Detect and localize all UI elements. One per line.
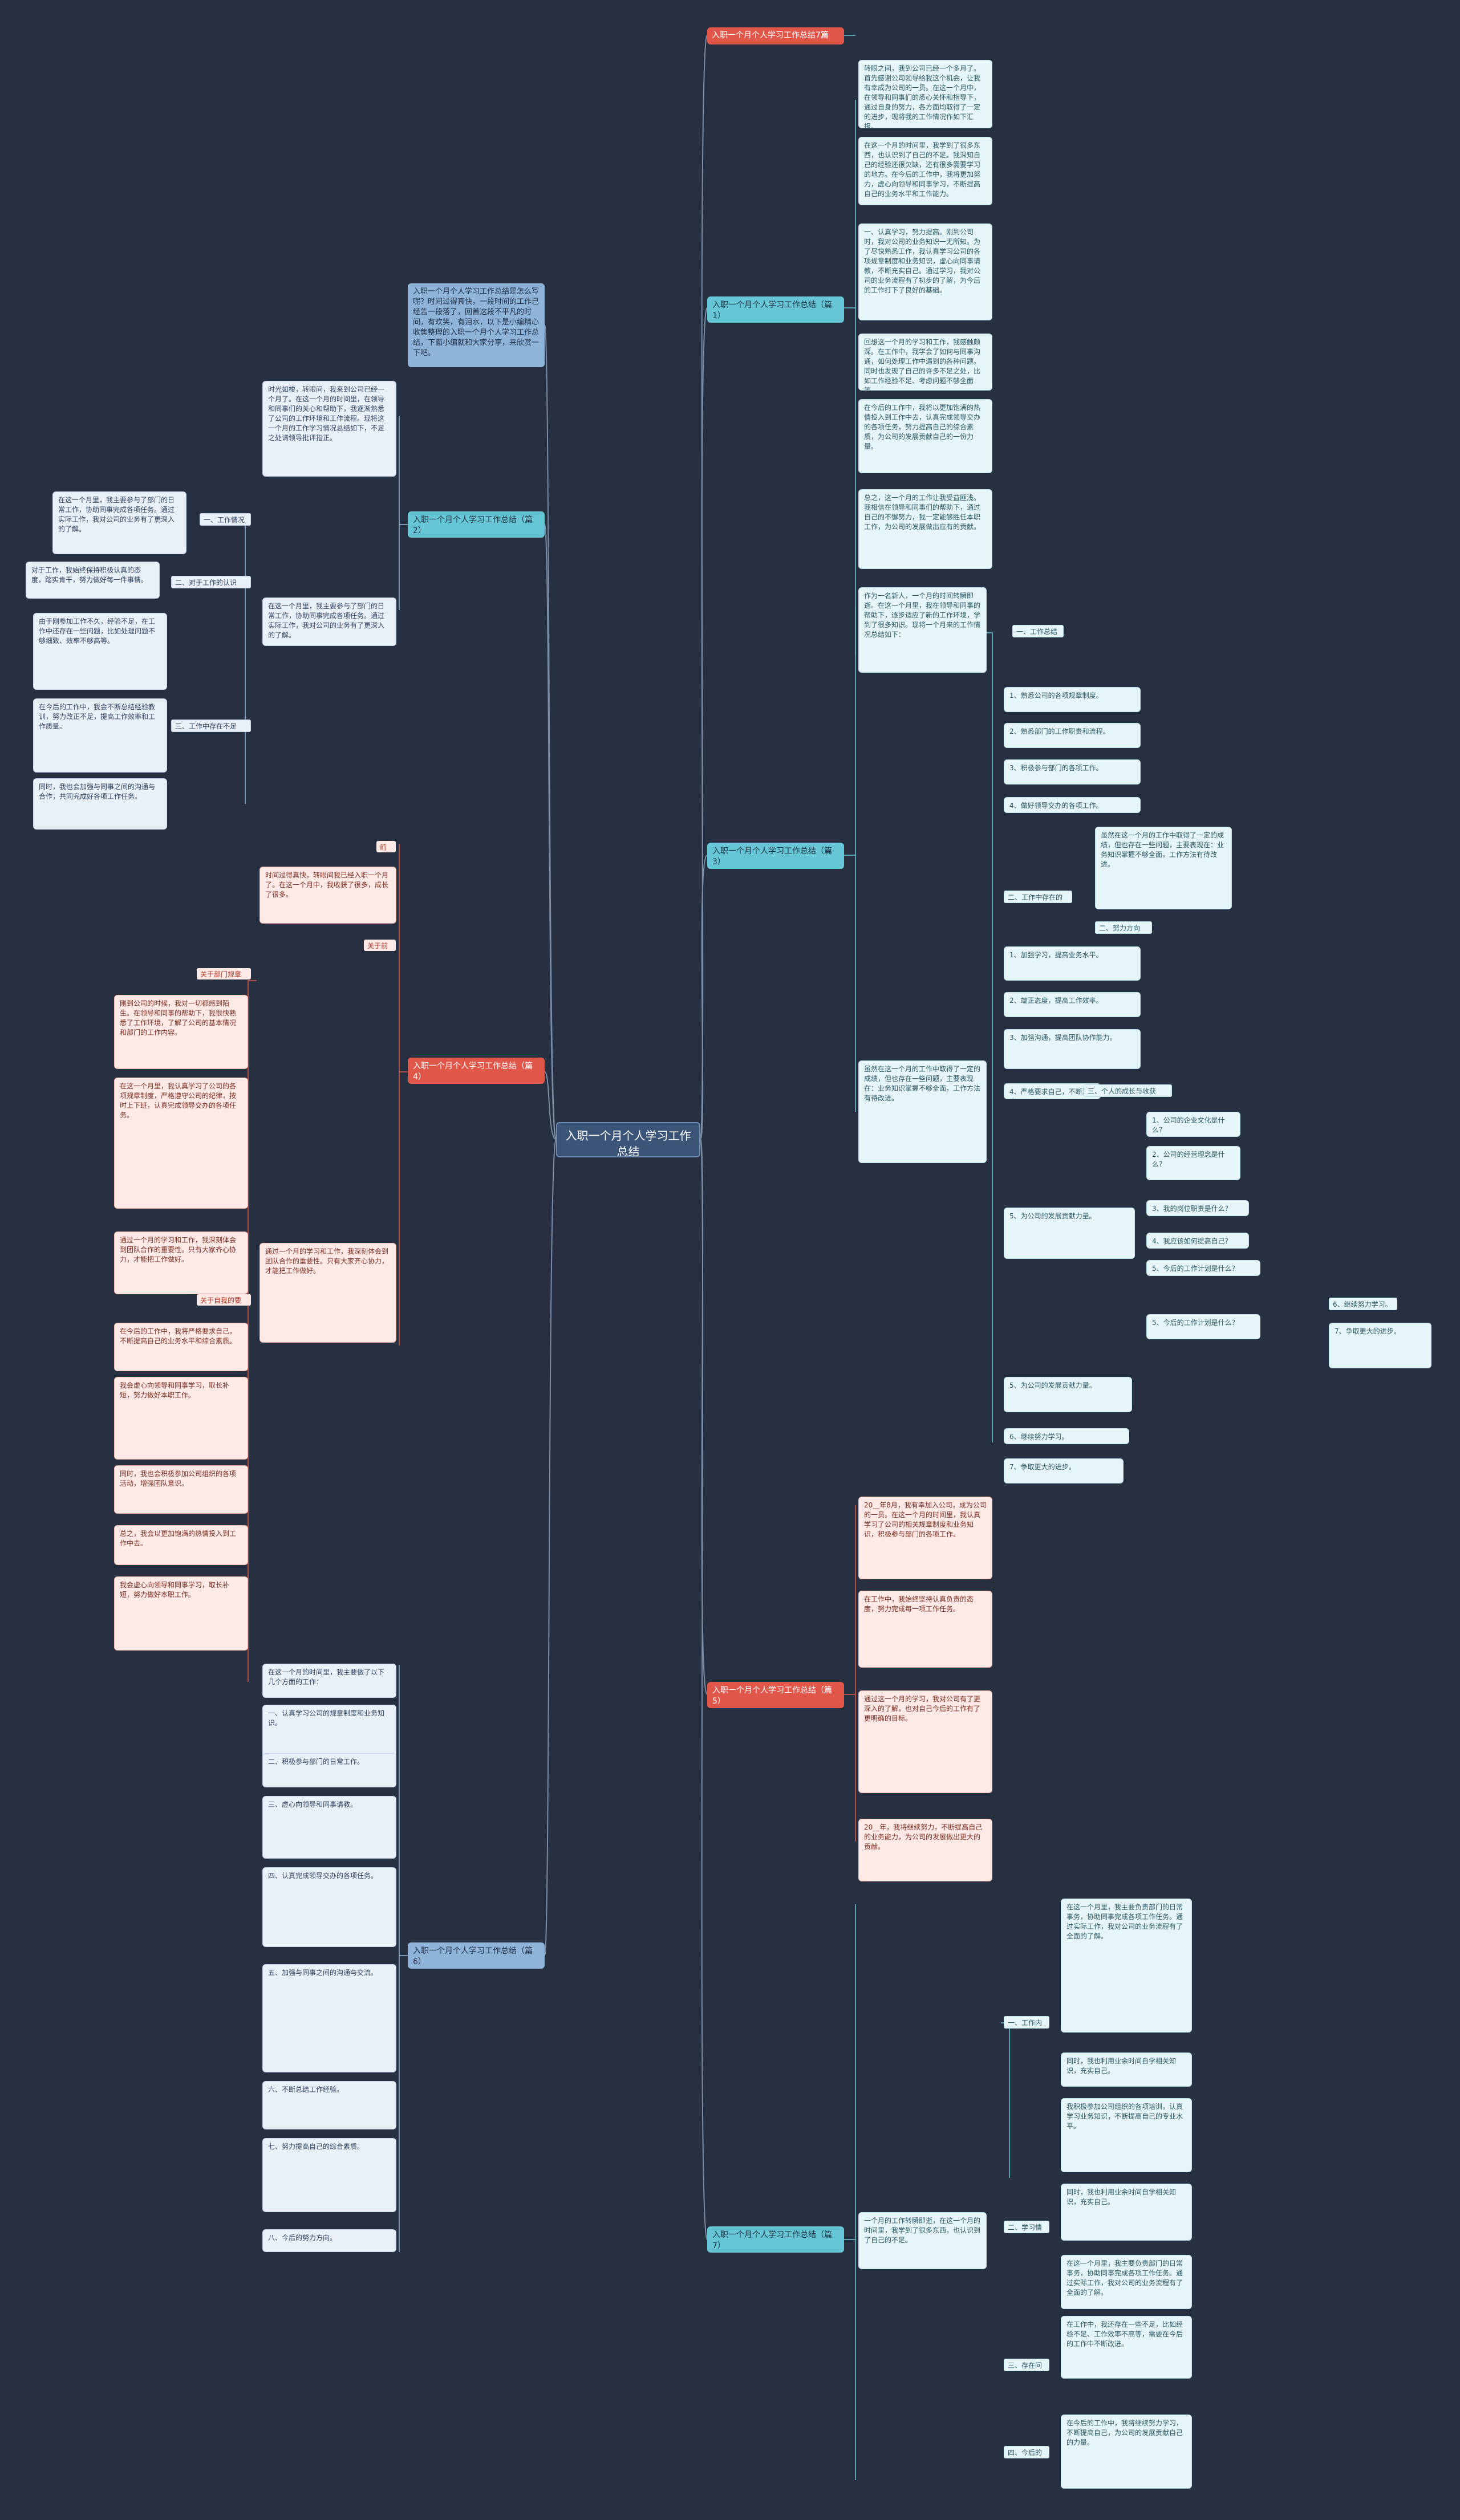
p4-a: 刚到公司的时候，我对一切都感到陌生。在领导和同事的帮助下，我很快熟悉了工作环境，…	[114, 995, 248, 1069]
p3-more-2: 2、端正态度，提高工作效率。	[1004, 992, 1141, 1017]
p3-sum-2: 6、继续努力学习。	[1004, 1428, 1129, 1444]
p1-leaf-4: 回想这一个月的学习和工作，我感触颇深。在工作中，我学会了如何与同事沟通，如何处理…	[858, 334, 992, 391]
p2-s3-b: 在今后的工作中，我会不断总结经验教训，努力改正不足，提高工作效率和工作质量。	[33, 698, 167, 773]
p3-end-2: 6、继续努力学习。	[1329, 1298, 1397, 1310]
p6-item-5: 四、认真完成领导交办的各项任务。	[262, 1867, 396, 1947]
p4-tag-4: 关于自我的要求	[197, 1294, 251, 1306]
p1-leaf-2: 在这一个月的时间里，我学到了很多东西，也认识到了自己的不足。我深知自己的经验还很…	[858, 137, 992, 205]
p7-s1[interactable]: 一、工作内容	[1004, 2016, 1049, 2029]
branch-p1[interactable]: 入职一个月个人学习工作总结7篇	[707, 27, 844, 44]
p6-item-6: 五、加强与同事之间的沟通与交流。	[262, 1964, 396, 2072]
branch-p2[interactable]: 入职一个月个人学习工作总结（篇2）	[408, 511, 545, 538]
p7-s2[interactable]: 二、学习情况	[1004, 2221, 1049, 2233]
p7-s4[interactable]: 四、今后的打算	[1004, 2446, 1049, 2458]
branch-p5[interactable]: 入职一个月个人学习工作总结（篇5）	[707, 1682, 844, 1708]
p3-q-1: 1、公司的企业文化是什么？	[1146, 1112, 1240, 1137]
p4-h: 我会虚心向领导和同事学习，取长补短，努力做好本职工作。	[114, 1576, 248, 1651]
p6-item-3: 二、积极参与部门的日常工作。	[262, 1753, 396, 1787]
p2-s2[interactable]: 二、对于工作的认识	[171, 576, 251, 588]
p3-q-4: 4、我应该如何提高自己？	[1146, 1233, 1249, 1249]
p7-s1-text: 在这一个月里，我主要负责部门的日常事务，协助同事完成各项工作任务。通过实际工作，…	[1061, 1899, 1192, 2033]
p4-f: 同时，我也会积极参加公司组织的各项活动，增强团队意识。	[114, 1465, 248, 1514]
p6-item-8: 七、努力提高自己的综合素质。	[262, 2138, 396, 2212]
p1-leaf-6: 总之，这一个月的工作让我受益匪浅。我相信在领导和同事们的帮助下，通过自己的不懈努…	[858, 489, 992, 569]
p3-more-3: 3、加强沟通，提高团队协作能力。	[1004, 1029, 1141, 1069]
p1-leaf-5: 在今后的工作中，我将以更加饱满的热情投入到工作中去，认真完成领导交办的各项任务，…	[858, 399, 992, 473]
p4-b: 在这一个月里，我认真学习了公司的各项规章制度，严格遵守公司的纪律，按时上下班，认…	[114, 1078, 248, 1209]
branch-p3[interactable]: 入职一个月个人学习工作总结（篇3）	[707, 843, 844, 869]
p3-item-2: 2、熟悉部门的工作职责和流程。	[1004, 723, 1141, 748]
p2-s2-text: 对于工作，我始终保持积极认真的态度，踏实肯干，努力做好每一件事情。	[26, 562, 160, 599]
p5-leaf-2: 在工作中，我始终坚持认真负责的态度，努力完成每一项工作任务。	[858, 1591, 992, 1668]
p3-q-2: 2、公司的经营理念是什么？	[1146, 1146, 1240, 1180]
p2-s1[interactable]: 一、工作情况	[200, 513, 251, 526]
p3-item-4: 4、做好领导交办的各项工作。	[1004, 797, 1141, 813]
p3-more-1: 1、加强学习，提高业务水平。	[1004, 946, 1141, 981]
p3-s2[interactable]: 二、工作中存在的问题	[1004, 891, 1072, 903]
p7-intro: 一个月的工作转瞬即逝，在这一个月的时间里，我学到了很多东西，也认识到了自己的不足…	[858, 2212, 987, 2269]
p4-g: 总之，我会以更加饱满的热情投入到工作中去。	[114, 1525, 248, 1565]
p6-item-4: 三、虚心向领导和同事请教。	[262, 1796, 396, 1859]
branch-p7[interactable]: 入职一个月个人学习工作总结（篇7）	[707, 2226, 844, 2253]
branch-p4[interactable]: 入职一个月个人学习工作总结（篇4）	[408, 1058, 545, 1084]
p4-d: 在今后的工作中，我将严格要求自己，不断提高自己的业务水平和综合素质。	[114, 1323, 248, 1371]
p3-s2-text: 虽然在这一个月的工作中取得了一定的成绩，但也存在一些问题，主要表现在：业务知识掌…	[1095, 827, 1232, 909]
p3-sum-3: 7、争取更大的进步。	[1004, 1458, 1124, 1483]
p7-s1-text2: 同时，我也利用业余时间自学相关知识，充实自己。	[1061, 2052, 1192, 2087]
branch-p6[interactable]: 入职一个月个人学习工作总结（篇6）	[408, 1942, 545, 1969]
p4-mid: 通过一个月的学习和工作，我深刻体会到团队合作的重要性。只有大家齐心协力，才能把工…	[259, 1243, 396, 1343]
p3-end-4: 5、今后的工作计划是什么？	[1146, 1314, 1260, 1339]
p3-item-5: 5、为公司的发展贡献力量。	[1004, 1208, 1135, 1259]
p3-s3[interactable]: 三、个人的成长与收获	[1084, 1084, 1172, 1097]
p2-s1-text: 在这一个月里，我主要参与了部门的日常工作，协助同事完成各项任务。通过实际工作，我…	[52, 491, 186, 554]
p7-s3[interactable]: 三、存在问题	[1004, 2359, 1049, 2371]
branch-p1-sub[interactable]: 入职一个月个人学习工作总结（篇1）	[707, 296, 844, 323]
p7-s2-text2: 同时，我也利用业余时间自学相关知识，充实自己。	[1061, 2184, 1192, 2241]
p7-s4-text: 在今后的工作中，我将继续努力学习，不断提高自己，为公司的发展贡献自己的力量。	[1061, 2415, 1192, 2489]
p7-s3-text: 在工作中，我还存在一些不足，比如经验不足、工作效率不高等，需要在今后的工作中不断…	[1061, 2316, 1192, 2379]
p6-item-7: 六、不断总结工作经验。	[262, 2081, 396, 2129]
root-topic[interactable]: 入职一个月个人学习工作总结	[556, 1122, 700, 1157]
p4-lead: 时间过得真快，转眼间我已经入职一个月了。在这一个月中，我收获了很多，成长了很多。	[259, 867, 396, 924]
p5-leaf-1: 20__年8月，我有幸加入公司，成为公司的一员。在这一个月的时间里，我认真学习了…	[858, 1497, 992, 1579]
p4-tag-1: 前言	[376, 841, 396, 852]
p3-s1[interactable]: 一、工作总结	[1012, 625, 1064, 637]
p6-item-9: 八、今后的努力方向。	[262, 2229, 396, 2252]
p2-s3-c: 同时，我也会加强与同事之间的沟通与合作，共同完成好各项工作任务。	[33, 778, 167, 830]
p1-leaf-3: 一、认真学习，努力提高。刚到公司时，我对公司的业务知识一无所知。为了尽快熟悉工作…	[858, 223, 992, 320]
p7-s2-text3: 在这一个月里，我主要负责部门的日常事务，协助同事完成各项工作任务。通过实际工作，…	[1061, 2255, 1192, 2309]
p2-extra: 在这一个月里，我主要参与了部门的日常工作，协助同事完成各项任务。通过实际工作，我…	[262, 598, 396, 646]
p4-tag-2: 关于前期	[364, 940, 396, 951]
p4-c: 通过一个月的学习和工作，我深刻体会到团队合作的重要性。只有大家齐心协力，才能把工…	[114, 1231, 248, 1294]
p3-intro: 作为一名新人，一个月的时间转瞬即逝。在这一个月里，我在领导和同事的帮助下，逐步适…	[858, 587, 987, 673]
p4-tag-3: 关于部门规章	[197, 968, 251, 979]
p7-s2-text: 我积极参加公司组织的各项培训，认真学习业务知识，不断提高自己的专业水平。	[1061, 2098, 1192, 2172]
p3-q-5: 5、今后的工作计划是什么？	[1146, 1260, 1260, 1276]
p3-sum-1: 5、为公司的发展贡献力量。	[1004, 1377, 1132, 1412]
p4-e: 我会虚心向领导和同事学习，取长补短，努力做好本职工作。	[114, 1377, 248, 1460]
p1-leaf-1: 转眼之间，我到公司已经一个多月了。首先感谢公司领导给我这个机会，让我有幸成为公司…	[858, 60, 992, 128]
p2-s3[interactable]: 三、工作中存在不足	[171, 720, 251, 732]
p3-end-3: 7、争取更大的进步。	[1329, 1323, 1431, 1368]
p3-item-3: 3、积极参与部门的各项工作。	[1004, 759, 1141, 785]
p2-s3-a: 由于刚参加工作不久，经验不足，在工作中还存在一些问题，比如处理问题不够细致、效率…	[33, 613, 167, 690]
p3-q-3: 3、我的岗位职责是什么？	[1146, 1200, 1249, 1216]
p3-item-1: 1、熟悉公司的各项规章制度。	[1004, 687, 1141, 712]
p2-intro: 时光如梭，转眼间，我来到公司已经一个月了。在这一个月的时间里，在领导和同事们的关…	[262, 381, 396, 477]
p5-leaf-4: 20__年，我将继续努力，不断提高自己的业务能力，为公司的发展做出更大的贡献。	[858, 1819, 992, 1881]
p5-leaf-3: 通过这一个月的学习，我对公司有了更深入的了解，也对自己今后的工作有了更明确的目标…	[858, 1690, 992, 1793]
p3-left-text: 虽然在这一个月的工作中取得了一定的成绩，但也存在一些问题，主要表现在：业务知识掌…	[858, 1060, 987, 1163]
p6-item-1: 在这一个月的时间里，我主要做了以下几个方面的工作：	[262, 1664, 396, 1698]
p3-s2b[interactable]: 二、努力方向	[1095, 921, 1152, 934]
intro-summary: 入职一个月个人学习工作总结是怎么写呢？时间过得真快，一段时间的工作已经告一段落了…	[408, 283, 545, 367]
